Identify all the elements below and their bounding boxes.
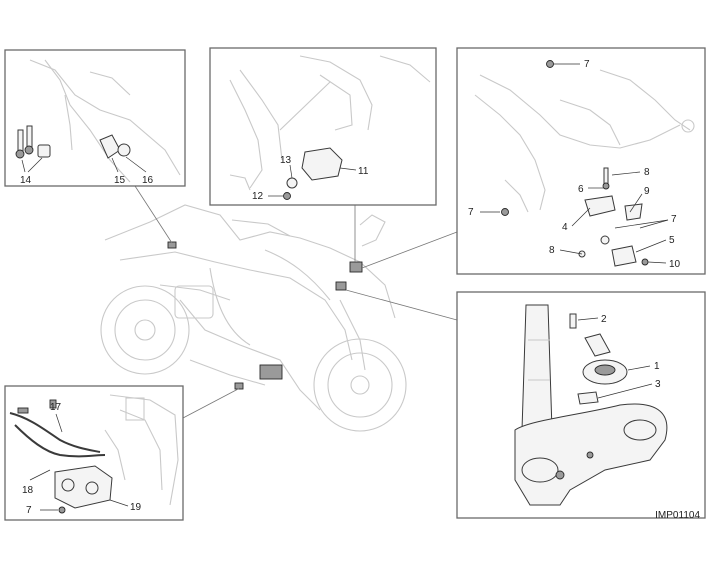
panel-top-right: 7 8 6 9 7 4 7 8 5 10 (456, 47, 706, 275)
label-14: 14 (20, 175, 32, 186)
panel-top-left: 14 15 16 (4, 49, 186, 187)
label-17: 17 (50, 402, 62, 413)
panel-bottom-right: 2 1 3 (456, 291, 706, 519)
label-5: 5 (669, 235, 675, 246)
label-2: 2 (601, 314, 607, 325)
label-16: 16 (142, 175, 154, 186)
label-13: 13 (280, 155, 292, 166)
label-9: 9 (644, 186, 650, 197)
label-7-bottom: 7 (26, 505, 32, 516)
label-8-top: 8 (644, 167, 650, 178)
label-4: 4 (562, 222, 568, 233)
label-8-bottom: 8 (549, 245, 555, 256)
label-7-right: 7 (671, 214, 677, 225)
label-15: 15 (114, 175, 126, 186)
label-10: 10 (669, 259, 681, 270)
label-19: 19 (130, 502, 142, 513)
label-18: 18 (22, 485, 34, 496)
panel-bottom-left: 17 18 7 19 (4, 385, 184, 521)
label-6: 6 (578, 184, 584, 195)
label-1: 1 (654, 361, 660, 372)
label-11: 11 (358, 166, 369, 177)
label-3: 3 (655, 379, 661, 390)
reference-code: IMP01104 (655, 510, 700, 521)
motorcycle-outline (100, 204, 407, 432)
panel-top-center: 13 11 12 (209, 47, 437, 206)
label-7-left: 7 (468, 207, 474, 218)
label-7-top: 7 (584, 59, 590, 70)
callout-connectors (134, 185, 458, 419)
label-12: 12 (252, 191, 264, 202)
